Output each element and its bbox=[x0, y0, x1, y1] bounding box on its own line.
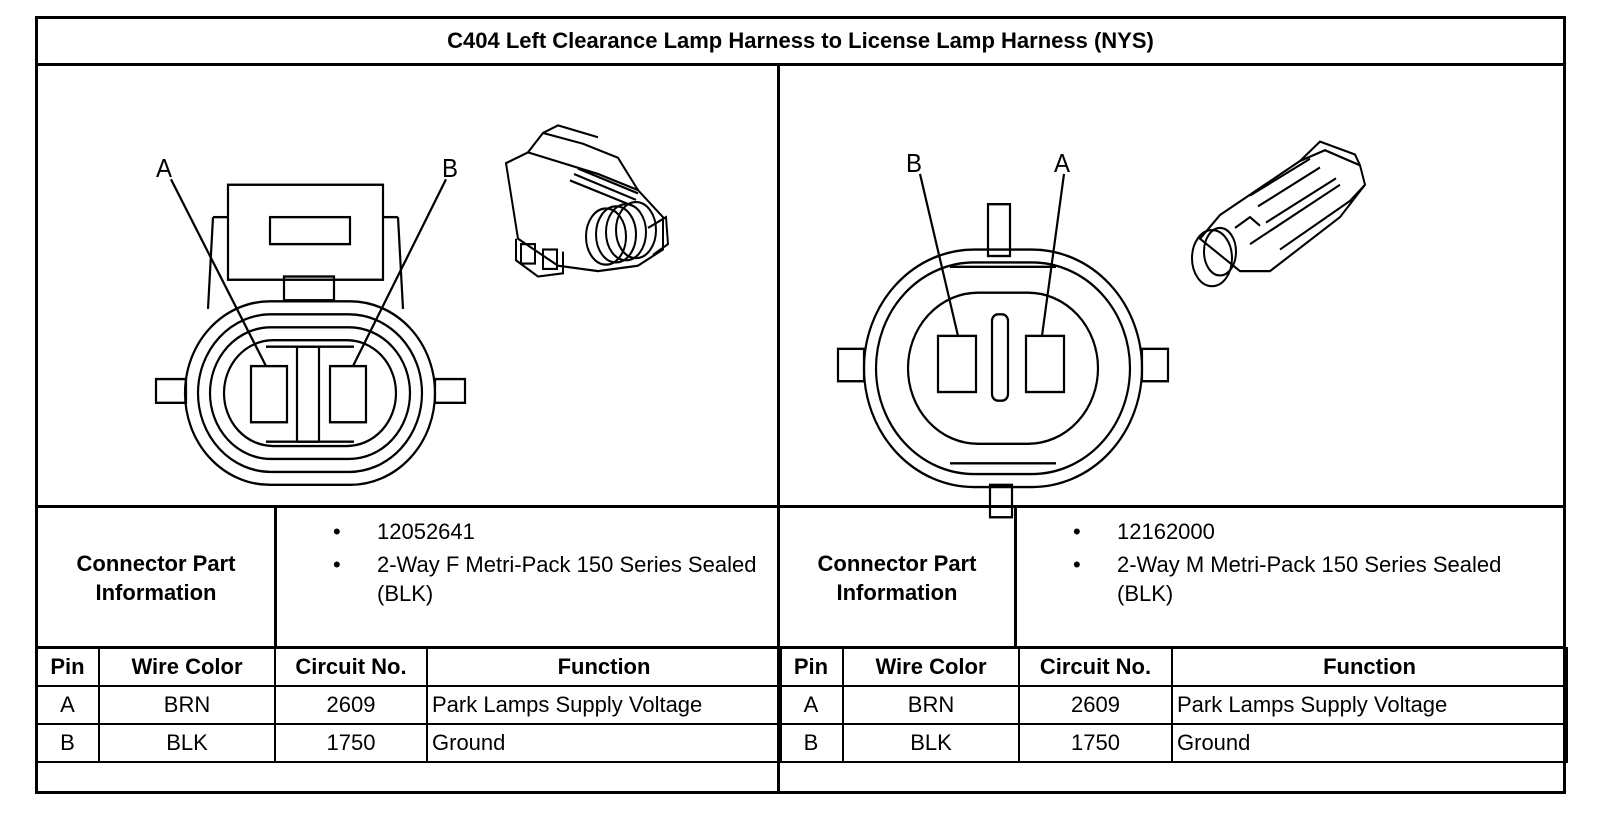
cell-wire-color: BRN bbox=[842, 685, 1020, 725]
cell-circuit-no: 2609 bbox=[1018, 685, 1173, 725]
col-function: Function bbox=[426, 647, 782, 687]
col-circuit-no: Circuit No. bbox=[1018, 647, 1173, 687]
cell-circuit-no: 1750 bbox=[274, 723, 428, 763]
info-divider-right bbox=[1014, 508, 1017, 646]
leader-a bbox=[1040, 173, 1066, 337]
col-pin: Pin bbox=[778, 647, 844, 687]
table-row: B BLK 1750 Ground bbox=[778, 723, 1568, 763]
cell-circuit-no: 1750 bbox=[1018, 723, 1173, 763]
cell-function: Park Lamps Supply Voltage bbox=[1171, 685, 1568, 725]
col-function: Function bbox=[1171, 647, 1568, 687]
col-pin: Pin bbox=[35, 647, 100, 687]
drawing-divider bbox=[38, 505, 1563, 508]
cell-function: Ground bbox=[426, 723, 782, 763]
cell-function: Ground bbox=[1171, 723, 1568, 763]
male-connector-svg: B A bbox=[836, 140, 1367, 519]
cell-function: Park Lamps Supply Voltage bbox=[426, 685, 782, 725]
info-label-line1: Connector Part bbox=[817, 551, 977, 576]
cell-pin: A bbox=[778, 685, 844, 725]
page-title: C404 Left Clearance Lamp Harness to Lice… bbox=[38, 19, 1563, 66]
col-wire-color: Wire Color bbox=[842, 647, 1020, 687]
part-info-list-right: 12162000 2-Way M Metri-Pack 150 Series S… bbox=[1073, 517, 1533, 612]
info-divider-left bbox=[274, 508, 277, 646]
pin-label-b: B bbox=[442, 154, 458, 183]
part-description: 2-Way M Metri-Pack 150 Series Sealed (BL… bbox=[1073, 550, 1533, 608]
table-row: A BRN 2609 Park Lamps Supply Voltage bbox=[778, 685, 1568, 725]
cell-pin: B bbox=[778, 723, 844, 763]
connector-info-label-left: Connector Part Information bbox=[38, 549, 274, 607]
latch-housing-top bbox=[226, 183, 385, 281]
right-ear bbox=[433, 377, 467, 405]
part-description: 2-Way F Metri-Pack 150 Series Sealed (BL… bbox=[333, 550, 773, 608]
leader-b bbox=[352, 178, 447, 367]
female-connector-iso bbox=[504, 124, 670, 278]
info-label-line1: Connector Part bbox=[76, 551, 236, 576]
col-circuit-no: Circuit No. bbox=[274, 647, 428, 687]
table-row: B BLK 1750 Ground bbox=[35, 723, 782, 763]
cell-wire-color: BLK bbox=[842, 723, 1020, 763]
col-wire-color: Wire Color bbox=[98, 647, 276, 687]
pin-label-b: B bbox=[906, 149, 922, 178]
left-ear bbox=[836, 347, 866, 383]
leader-b bbox=[918, 173, 960, 337]
info-label-line2: Information bbox=[95, 580, 217, 605]
cell-pin: B bbox=[35, 723, 100, 763]
pin-table-left: Pin Wire Color Circuit No. Function A BR… bbox=[35, 647, 782, 763]
table-header-row: Pin Wire Color Circuit No. Function bbox=[35, 647, 782, 687]
table-row: A BRN 2609 Park Lamps Supply Voltage bbox=[35, 685, 782, 725]
cell-wire-color: BLK bbox=[98, 723, 276, 763]
table-header-row: Pin Wire Color Circuit No. Function bbox=[778, 647, 1568, 687]
info-label-line2: Information bbox=[836, 580, 958, 605]
part-number: 12052641 bbox=[333, 517, 773, 546]
right-ear bbox=[1140, 347, 1170, 383]
pin-label-a: A bbox=[1054, 149, 1070, 178]
cell-wire-color: BRN bbox=[98, 685, 276, 725]
connector-info-label-right: Connector Part Information bbox=[780, 549, 1014, 607]
center-key bbox=[295, 345, 321, 443]
cavity-b bbox=[936, 334, 978, 394]
male-connector-drawing: B A bbox=[780, 66, 1563, 541]
cavity-a bbox=[249, 364, 289, 424]
female-connector-drawing: A B bbox=[38, 66, 777, 541]
female-connector-svg: A B bbox=[154, 124, 670, 487]
connector-sheet: C404 Left Clearance Lamp Harness to Lice… bbox=[35, 16, 1568, 794]
leader-a bbox=[170, 178, 267, 367]
left-ear bbox=[154, 377, 188, 405]
cavity-b bbox=[328, 364, 368, 424]
part-info-list-left: 12052641 2-Way F Metri-Pack 150 Series S… bbox=[333, 517, 773, 612]
male-connector-iso bbox=[1191, 140, 1367, 288]
bottom-tab bbox=[988, 483, 1014, 519]
cell-circuit-no: 2609 bbox=[274, 685, 428, 725]
pin-table-right: Pin Wire Color Circuit No. Function A BR… bbox=[778, 647, 1568, 763]
center-divider bbox=[777, 63, 780, 791]
pin-label-a: A bbox=[156, 154, 172, 183]
cavity-a bbox=[1024, 334, 1066, 394]
outer-oval bbox=[183, 300, 437, 487]
outer-oval bbox=[862, 248, 1144, 489]
top-tab bbox=[986, 202, 1012, 258]
latch-window bbox=[268, 215, 352, 246]
center-key bbox=[990, 313, 1010, 402]
cell-pin: A bbox=[35, 685, 100, 725]
part-number: 12162000 bbox=[1073, 517, 1533, 546]
